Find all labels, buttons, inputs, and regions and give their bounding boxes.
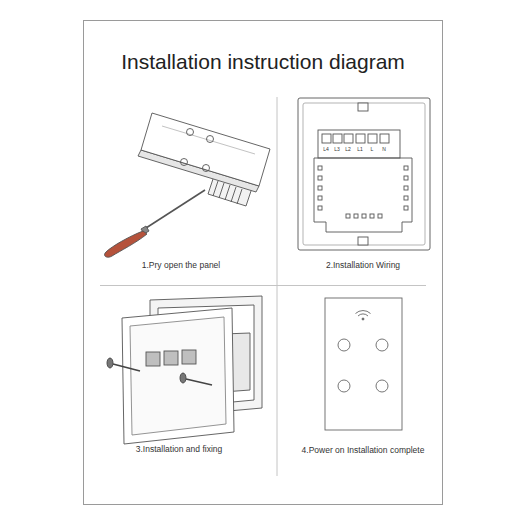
- switch-front-figure-part: [338, 380, 350, 392]
- switch-back-figure-part: [354, 214, 358, 218]
- pry-panel-figure-part: [237, 189, 242, 204]
- switch-front-figure-part: [376, 339, 388, 351]
- terminal-label: L2: [345, 147, 351, 153]
- screwdriver-part: [105, 231, 147, 257]
- switch-front-figure-part: [358, 314, 368, 316]
- fixing-screws: [107, 358, 212, 385]
- step-caption: 1.Pry open the panel: [142, 261, 220, 270]
- terminal-label: L4: [323, 147, 329, 153]
- fixing-screws-part: [180, 373, 186, 383]
- switch-back-figure-part: [380, 134, 389, 143]
- pry-panel-figure: [138, 113, 270, 206]
- diagram-title: Installation instruction diagram: [121, 50, 405, 73]
- pry-panel-figure-part: [207, 136, 214, 143]
- switch-front-figure-part: [356, 311, 371, 314]
- terminal-label: L3: [334, 147, 340, 153]
- switch-back-figure-part: [333, 134, 342, 143]
- page-frame: [84, 21, 443, 505]
- switch-back-figure-part: [318, 196, 322, 200]
- switch-back-figure-part: [404, 206, 408, 210]
- pry-panel-figure-part: [231, 187, 236, 202]
- pry-panel-figure-part: [181, 159, 188, 166]
- pry-panel-figure-part: [141, 113, 270, 186]
- switch-back-figure-part: [298, 98, 430, 250]
- switch-back-figure-part: [344, 134, 353, 143]
- step-caption: 3.Installation and fixing: [136, 445, 222, 454]
- switch-back-figure-part: [318, 130, 400, 158]
- page-frame-part: [277, 97, 278, 476]
- pry-panel-figure-part: [213, 181, 218, 196]
- switch-front-figure-part: [338, 339, 350, 351]
- pry-panel-figure-part: [225, 185, 230, 200]
- switch-back-figure-part: [322, 134, 331, 143]
- terminal-label: N: [382, 147, 386, 153]
- switch-back-figure-part: [346, 214, 350, 218]
- step-caption: 4.Power on Installation complete: [302, 446, 425, 455]
- wall-box-figure-part: [146, 352, 160, 366]
- switch-back-figure-part: [358, 103, 368, 111]
- switch-back-figure-part: [356, 134, 365, 143]
- switch-front-figure-part: [376, 380, 388, 392]
- wall-box-figure: [122, 296, 262, 444]
- switch-back-figure-part: [318, 186, 322, 190]
- pry-panel-figure-part: [203, 165, 210, 172]
- switch-back-figure-part: [404, 166, 408, 170]
- switch-back-figure-part: [318, 206, 322, 210]
- wall-box-figure-part: [164, 351, 178, 365]
- switch-back-figure-part: [362, 214, 366, 218]
- switch-back-figure-part: [303, 103, 425, 245]
- fixing-screws-part: [107, 358, 113, 368]
- switch-back-figure-part: [370, 214, 374, 218]
- switch-back-figure-part: [358, 237, 368, 245]
- wall-box-figure-part: [122, 308, 234, 444]
- switch-back-figure-part: [404, 186, 408, 190]
- switch-back-figure-part: [404, 196, 408, 200]
- switch-back-figure-part: [378, 214, 382, 218]
- switch-back-figure: [298, 98, 430, 250]
- page-frame-part: [100, 285, 426, 286]
- pry-panel-figure-part: [162, 126, 255, 154]
- fixing-screws-part: [186, 379, 212, 385]
- switch-front-figure-part: [325, 298, 402, 430]
- switch-back-figure-part: [318, 176, 322, 180]
- screwdriver-part: [146, 190, 205, 228]
- page-frame-part: [84, 21, 443, 505]
- switch-front-figure-part: [362, 318, 364, 320]
- switch-back-figure-part: [314, 158, 412, 232]
- terminal-label: L1: [357, 147, 363, 153]
- switch-back-figure-part: [318, 166, 322, 170]
- wall-box-figure-part: [182, 350, 196, 364]
- switch-front-figure: [325, 298, 402, 430]
- switch-back-figure-part: [368, 134, 377, 143]
- terminal-label: L: [371, 147, 374, 153]
- pry-panel-figure-part: [219, 183, 224, 198]
- pry-panel-figure-part: [187, 129, 194, 136]
- screwdriver: [105, 190, 205, 257]
- wall-box-figure-part: [130, 317, 226, 435]
- switch-back-figure-part: [404, 176, 408, 180]
- fixing-screws-part: [113, 364, 140, 371]
- step-caption: 2.Installation Wiring: [326, 261, 400, 270]
